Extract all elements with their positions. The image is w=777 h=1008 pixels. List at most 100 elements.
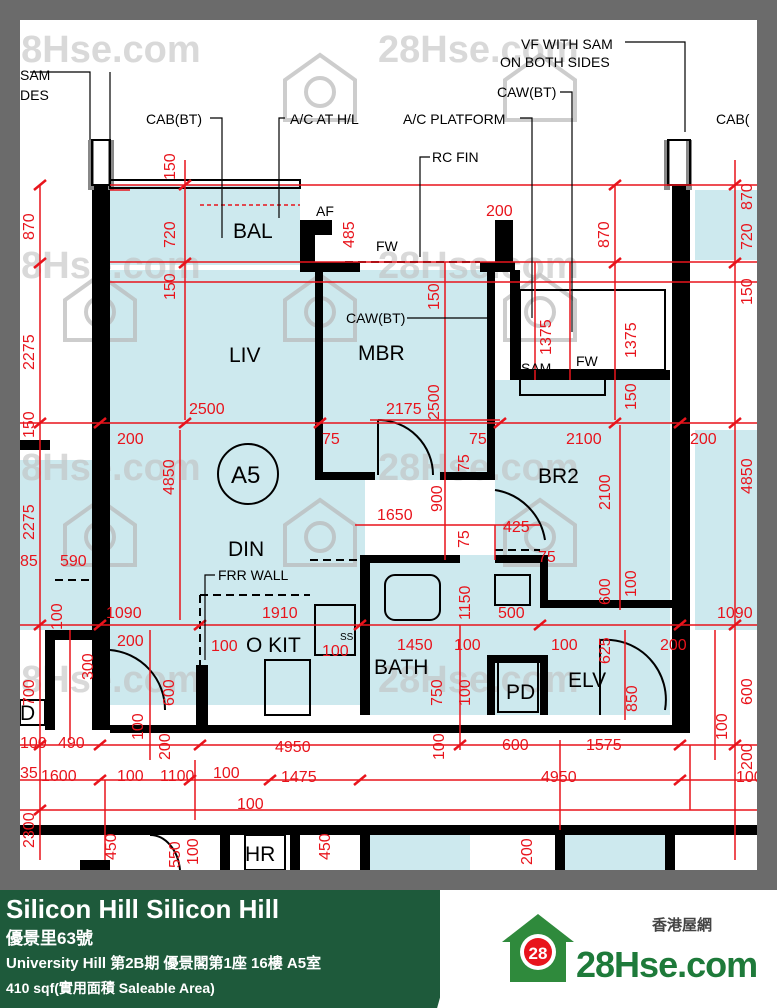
- dim-text: 100: [454, 637, 481, 654]
- dim-text: 100: [237, 796, 264, 813]
- dim-text: 35: [20, 765, 38, 782]
- callout-frr-wall: FRR WALL: [218, 567, 288, 583]
- dim-text: 450: [103, 833, 120, 860]
- dim-text: 100: [213, 765, 240, 782]
- callout-fw-1: FW: [376, 238, 399, 254]
- callout-ss: SS: [340, 632, 354, 643]
- dim-text: 150: [162, 153, 179, 180]
- dim-text: 2500: [189, 401, 225, 418]
- dim-text: 2275: [21, 334, 38, 370]
- watermark-logos: [63, 52, 577, 567]
- dim-text: 1375: [538, 319, 555, 355]
- dim-text: 100: [736, 769, 757, 786]
- dim-text: 870: [739, 183, 756, 210]
- callout-vf-sam-2: ON BOTH SIDES: [500, 54, 610, 70]
- callout-vf-sam-1: VF WITH SAM: [521, 36, 613, 52]
- dim-text: 850: [624, 685, 641, 712]
- footer-info-panel: Silicon Hill Silicon Hill 優景里63號 Univers…: [0, 890, 470, 1008]
- outlines: [20, 139, 691, 870]
- callout-af: AF: [316, 203, 334, 219]
- dim-text: 200: [690, 431, 717, 448]
- room-label-d: D: [20, 702, 35, 725]
- callout-sam-2: SAM: [521, 360, 551, 376]
- dim-text: 550: [167, 841, 184, 868]
- watermark-text-3: 28Hse.com: [20, 245, 201, 287]
- dimension-texts: 150 720 150 870 2275 150 485 200 870 150…: [20, 153, 757, 868]
- dim-text: 150: [623, 383, 640, 410]
- callout-labels: SAM DES CAB(BT) A/C AT H/L A/C PLATFORM …: [20, 36, 750, 643]
- dim-text: 200: [486, 203, 513, 220]
- dim-text: 150: [162, 273, 179, 300]
- dim-text: 1450: [397, 637, 433, 654]
- room-label-hr: HR: [245, 843, 275, 866]
- dim-text: 75: [456, 454, 473, 472]
- dim-text: 100: [185, 838, 202, 865]
- callout-caw-bt-2: CAW(BT): [346, 310, 405, 326]
- watermark-text-2: 28Hse.com: [378, 29, 579, 71]
- watermark-text-1: 28Hse.com: [20, 29, 201, 71]
- dim-text: 2175: [386, 401, 422, 418]
- dim-text: 720: [162, 221, 179, 248]
- brand-chinese-name: 香港屋網: [652, 917, 713, 934]
- dim-text: 1650: [377, 507, 413, 524]
- dim-text: 100: [431, 733, 448, 760]
- dim-text: 100: [714, 713, 731, 740]
- dim-text: 700: [21, 679, 38, 706]
- dim-text: 425: [503, 519, 530, 536]
- callout-caw-bt-1: CAW(BT): [497, 84, 556, 100]
- dim-text: 1600: [41, 768, 77, 785]
- dim-text: 1090: [106, 605, 142, 622]
- property-chinese-name: 優景里63號: [6, 929, 93, 948]
- dim-text: 75: [456, 530, 473, 548]
- dim-text: 200: [117, 633, 144, 650]
- floor-plan-frame: 28Hse.com 28Hse.com 28Hse.com 28Hse.com …: [0, 0, 777, 890]
- dim-text: 625: [597, 637, 614, 664]
- dim-text: 200: [519, 838, 536, 865]
- callout-ac-platform: A/C PLATFORM: [403, 111, 505, 127]
- watermark-text-5: 28Hse.com: [20, 447, 201, 489]
- dim-text: 200: [157, 733, 174, 760]
- dim-text: 500: [498, 605, 525, 622]
- dim-text: 100: [322, 643, 349, 660]
- dimension-lines: [20, 160, 757, 860]
- callout-sam-left: SAM: [20, 67, 50, 83]
- dim-text: 75: [538, 549, 556, 566]
- dim-text: 300: [80, 653, 97, 680]
- dim-text: 1475: [281, 769, 317, 786]
- dim-text: 590: [60, 553, 87, 570]
- callout-cab-bt: CAB(BT): [146, 111, 202, 127]
- callout-leaders: [30, 41, 686, 660]
- dim-text: 720: [739, 223, 756, 250]
- brand-house-icon: 28: [502, 914, 574, 982]
- brand-panel: 28: [440, 890, 777, 1008]
- dim-text: 150: [739, 278, 756, 305]
- dim-text: 100: [551, 637, 578, 654]
- dim-text: 485: [341, 221, 358, 248]
- dimension-ticks: [33, 179, 742, 816]
- dim-text: 4950: [541, 769, 577, 786]
- callout-fw-2: FW: [576, 353, 599, 369]
- dim-text: 100: [211, 638, 238, 655]
- dim-text: 100: [457, 679, 474, 706]
- dim-text: 870: [596, 221, 613, 248]
- brand-logo-text[interactable]: 28Hse.com: [576, 944, 758, 985]
- dim-text: 150: [21, 411, 38, 438]
- dim-text: 85: [20, 553, 38, 570]
- dim-text: 100: [117, 768, 144, 785]
- dim-text: 4850: [739, 458, 756, 494]
- unit-circle: [217, 443, 279, 505]
- callout-ac-hl: A/C AT H/L: [290, 111, 359, 127]
- room-labels: LIV MBR BR2 DIN O KIT BATH PD ELV BAL HR…: [20, 220, 606, 866]
- dim-text: 100: [130, 713, 147, 740]
- brand-badge-text: 28: [529, 944, 548, 963]
- dim-text: 100: [49, 603, 66, 630]
- dim-text: 1910: [262, 605, 298, 622]
- room-label-pd: PD: [506, 681, 535, 704]
- dim-text: 75: [469, 431, 487, 448]
- room-fills: [20, 185, 757, 870]
- dim-text: 2500: [426, 384, 443, 420]
- dim-text: 600: [161, 679, 178, 706]
- dim-text: 75: [322, 431, 340, 448]
- dim-text: 600: [739, 678, 756, 705]
- callout-rc-fin: RC FIN: [432, 149, 479, 165]
